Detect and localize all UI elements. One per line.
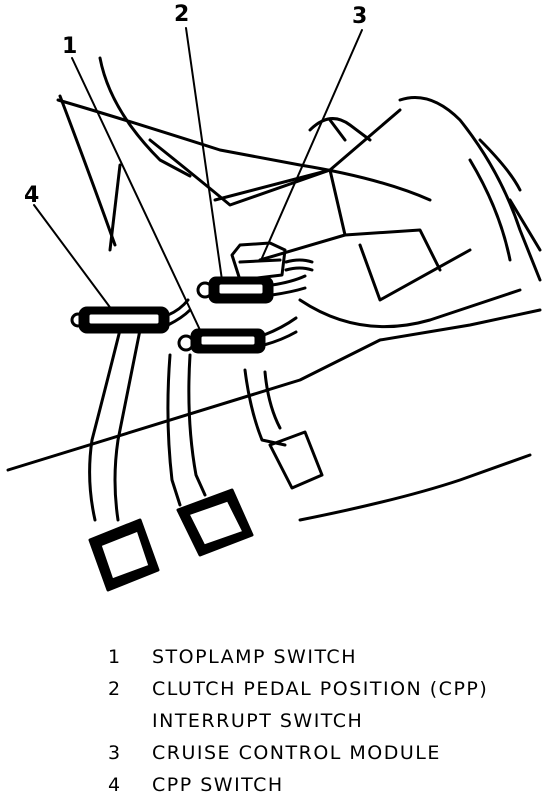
legend-label: CRUISE CONTROL MODULE bbox=[152, 742, 441, 764]
legend-number: 3 bbox=[108, 742, 122, 764]
legend-item: 2 CLUTCH PEDAL POSITION (CPP) bbox=[108, 678, 538, 710]
dashboard-outline bbox=[56, 56, 542, 329]
legend-number: 4 bbox=[108, 774, 122, 796]
legend-item: 3 CRUISE CONTROL MODULE bbox=[108, 742, 538, 774]
leader-3 bbox=[261, 29, 363, 259]
legend-label: CLUTCH PEDAL POSITION (CPP) bbox=[152, 678, 489, 700]
leader-1 bbox=[71, 57, 201, 331]
floor-line-lower bbox=[298, 453, 532, 522]
legend-number: 2 bbox=[108, 678, 122, 700]
legend-label-line2: INTERRUPT SWITCH bbox=[152, 710, 364, 732]
brake-pedal bbox=[166, 353, 254, 557]
accelerator-pedal bbox=[243, 368, 324, 490]
legend-item-continuation: INTERRUPT SWITCH bbox=[108, 710, 538, 742]
clutch-pedal bbox=[88, 328, 160, 592]
callout-3: 3 bbox=[352, 4, 368, 29]
callout-4: 4 bbox=[24, 183, 40, 208]
pedal-assembly-illustration bbox=[6, 27, 542, 592]
cpp-interrupt-switch bbox=[196, 274, 307, 304]
floor-line bbox=[6, 308, 542, 472]
legend-label: CPP SWITCH bbox=[152, 774, 284, 796]
callout-1: 1 bbox=[62, 34, 78, 59]
leader-lines bbox=[33, 27, 363, 331]
leader-2 bbox=[185, 27, 223, 281]
legend-number: 1 bbox=[108, 646, 122, 668]
legend-item: 1 STOPLAMP SWITCH bbox=[108, 646, 538, 678]
legend-label: STOPLAMP SWITCH bbox=[152, 646, 357, 668]
parts-legend: 1 STOPLAMP SWITCH 2 CLUTCH PEDAL POSITIO… bbox=[108, 646, 538, 806]
legend-item: 4 CPP SWITCH bbox=[108, 774, 538, 806]
leader-4 bbox=[33, 204, 113, 311]
stoplamp-switch bbox=[177, 316, 298, 354]
callout-2: 2 bbox=[174, 2, 190, 27]
cpp-switch bbox=[70, 298, 192, 334]
